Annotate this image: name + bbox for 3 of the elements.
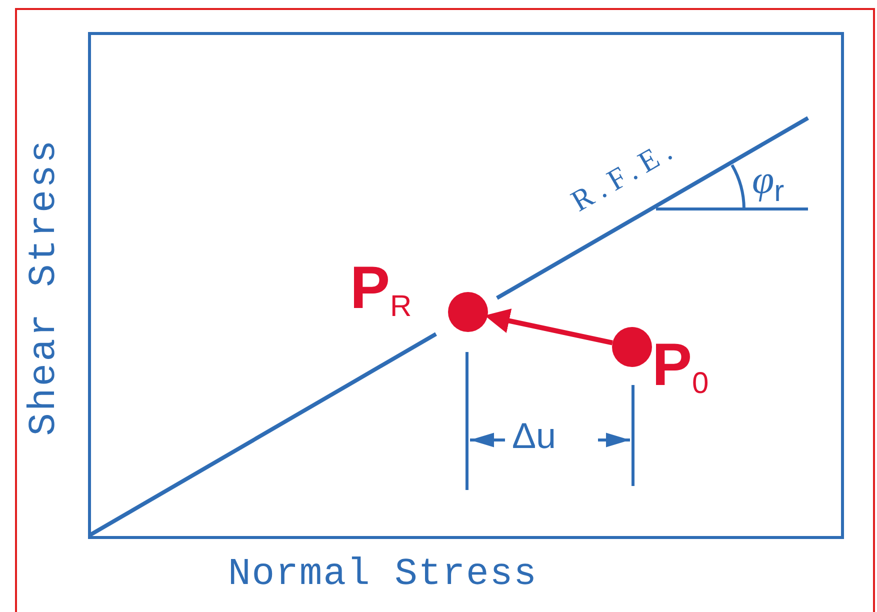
point-label: P$_{0}$ [652, 335, 709, 395]
point-label: P$_{R}$ [350, 258, 412, 318]
arrow [484, 308, 613, 346]
